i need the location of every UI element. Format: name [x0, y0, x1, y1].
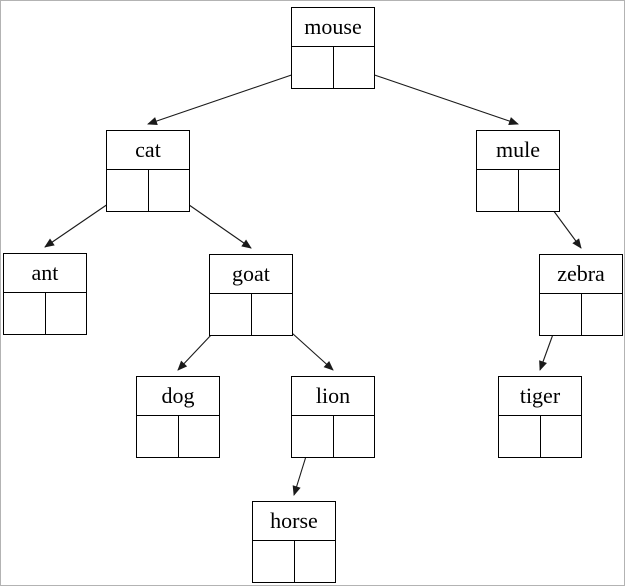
right-pointer-cell: [179, 416, 220, 457]
node-label: zebra: [539, 254, 623, 294]
right-pointer-cell: [541, 416, 582, 457]
node-label: cat: [106, 130, 190, 170]
tree-node-mule: mule: [476, 130, 560, 212]
pointer-row: [3, 293, 87, 335]
left-pointer-cell: [499, 416, 541, 457]
tree-node-dog: dog: [136, 376, 220, 458]
left-pointer-cell: [292, 416, 334, 457]
left-pointer-cell: [210, 294, 252, 335]
pointer-row: [209, 294, 293, 336]
node-label: tiger: [498, 376, 582, 416]
pointer-row: [476, 170, 560, 212]
left-pointer-cell: [253, 541, 295, 582]
pointer-row: [539, 294, 623, 336]
right-pointer-cell: [46, 293, 87, 334]
left-pointer-cell: [292, 47, 334, 88]
right-pointer-cell: [252, 294, 293, 335]
left-pointer-cell: [137, 416, 179, 457]
edge-arrow-mouse-right-mule: [353, 67, 519, 126]
node-label: mouse: [291, 7, 375, 47]
edge-arrow-mouse-left-cat: [147, 67, 313, 126]
node-label: dog: [136, 376, 220, 416]
pointer-row: [106, 170, 190, 212]
node-label: goat: [209, 254, 293, 294]
left-pointer-cell: [477, 170, 519, 211]
tree-node-tiger: tiger: [498, 376, 582, 458]
right-pointer-cell: [149, 170, 190, 211]
tree-node-horse: horse: [252, 501, 336, 583]
node-label: ant: [3, 253, 87, 293]
pointer-row: [291, 416, 375, 458]
pointer-row: [498, 416, 582, 458]
right-pointer-cell: [519, 170, 560, 211]
tree-node-lion: lion: [291, 376, 375, 458]
right-pointer-cell: [295, 541, 336, 582]
right-pointer-cell: [582, 294, 623, 335]
pointer-row: [136, 416, 220, 458]
left-pointer-cell: [4, 293, 46, 334]
tree-node-goat: goat: [209, 254, 293, 336]
pointer-row: [252, 541, 336, 583]
left-pointer-cell: [540, 294, 582, 335]
left-pointer-cell: [107, 170, 149, 211]
right-pointer-cell: [334, 47, 375, 88]
node-label: lion: [291, 376, 375, 416]
tree-node-mouse: mouse: [291, 7, 375, 89]
right-pointer-cell: [334, 416, 375, 457]
node-label: horse: [252, 501, 336, 541]
tree-node-zebra: zebra: [539, 254, 623, 336]
tree-node-ant: ant: [3, 253, 87, 335]
tree-node-cat: cat: [106, 130, 190, 212]
node-label: mule: [476, 130, 560, 170]
pointer-row: [291, 47, 375, 89]
